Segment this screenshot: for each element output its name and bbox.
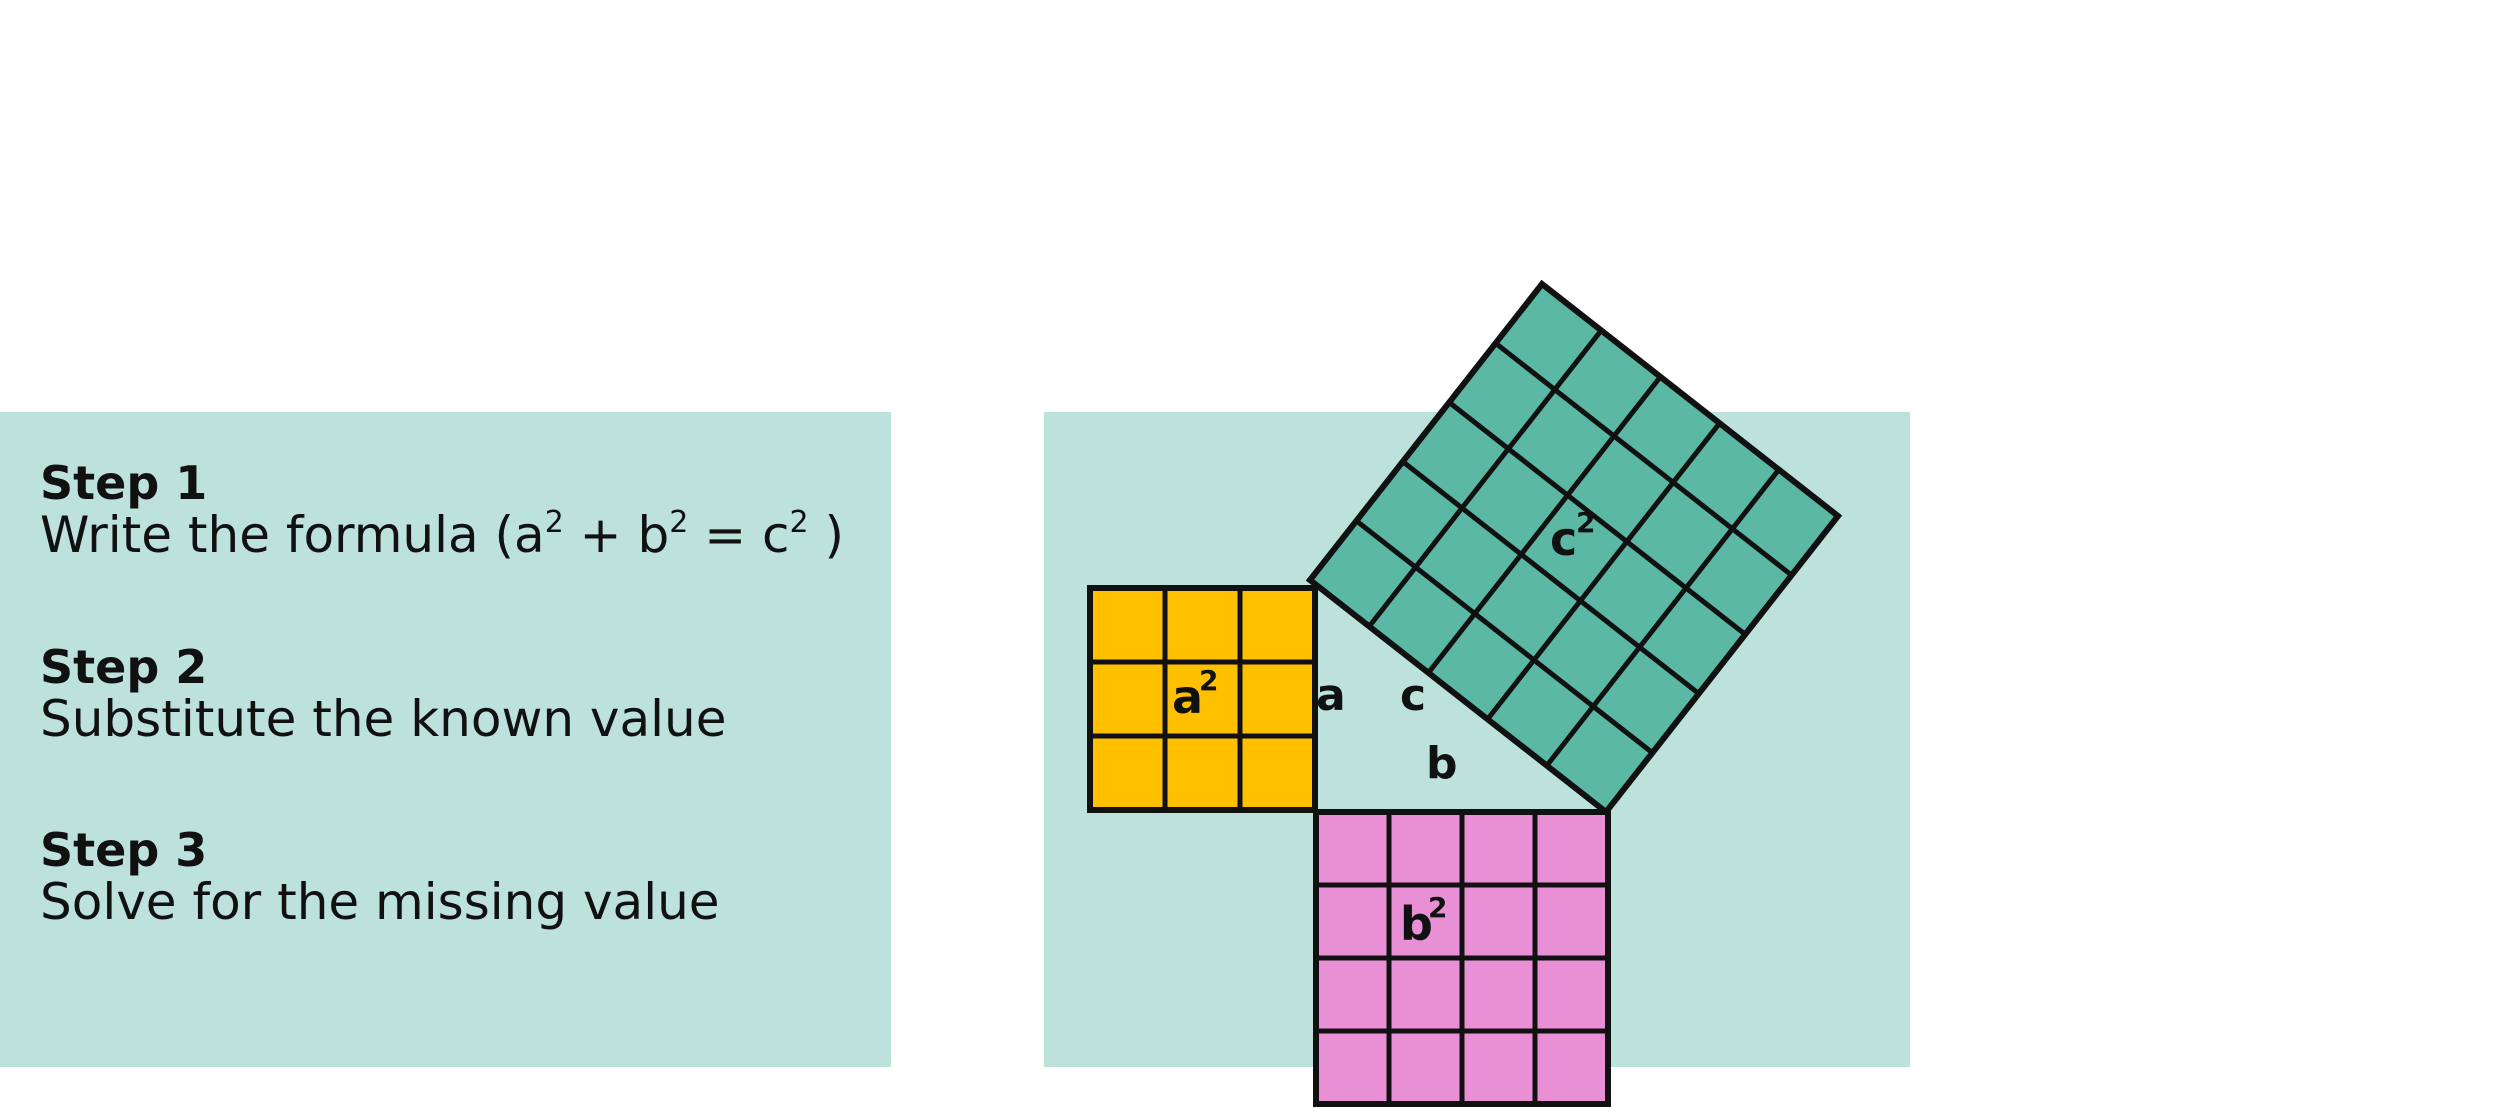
- formula-exp-c: 2: [789, 505, 809, 540]
- square-c-grid-row-line: [1447, 400, 1747, 637]
- formula-close-paren: ): [808, 506, 844, 564]
- square-c-label: c 2: [1550, 506, 1595, 566]
- formula-exp-b: 2: [669, 505, 689, 540]
- square-a-label: a 2: [1172, 664, 1218, 724]
- square-c-grid-col-line: [1544, 468, 1781, 768]
- square-b-label-exp: 2: [1428, 891, 1447, 924]
- step-1-text: Write the formula (a2 + b2 = c2 ): [40, 508, 844, 561]
- formula-part-b: + b: [563, 506, 670, 564]
- step-2-text: Substitute the known value: [40, 690, 727, 748]
- square-a-label-letter: a: [1172, 670, 1203, 724]
- square-c-grid-row-line: [1354, 518, 1654, 755]
- side-c-label: c: [1400, 670, 1426, 721]
- square-c: [1305, 279, 1843, 817]
- square-b-label: b 2: [1400, 891, 1447, 951]
- side-a-label: a: [1316, 670, 1346, 721]
- square-c-grid-col-line: [1485, 421, 1722, 721]
- formula-part-c: = c: [688, 506, 790, 564]
- square-c-grid-col-line: [1426, 375, 1663, 675]
- steps-panel: Step 1 Write the formula (a2 + b2 = c2 )…: [0, 412, 891, 1067]
- formula-part-a: Write the formula (a: [40, 506, 545, 564]
- step-1-title: Step 1: [40, 456, 208, 510]
- formula-exp-a: 2: [544, 505, 564, 540]
- square-c-label-exp: 2: [1576, 506, 1595, 539]
- step-2-title: Step 2: [40, 640, 208, 694]
- square-c-fill: [1305, 279, 1843, 817]
- square-c-label-letter: c: [1550, 512, 1577, 566]
- step-3-title: Step 3: [40, 823, 208, 877]
- square-c-grid-row-line: [1401, 459, 1701, 696]
- square-a-label-exp: 2: [1199, 664, 1218, 697]
- step-3-text: Solve for the missing value: [40, 873, 720, 931]
- square-b-label-letter: b: [1400, 897, 1433, 951]
- side-b-label: b: [1426, 738, 1458, 789]
- square-b: [1313, 809, 1611, 1107]
- square-c-grid-col-line: [1367, 328, 1604, 628]
- square-c-grid-row-line: [1494, 341, 1794, 578]
